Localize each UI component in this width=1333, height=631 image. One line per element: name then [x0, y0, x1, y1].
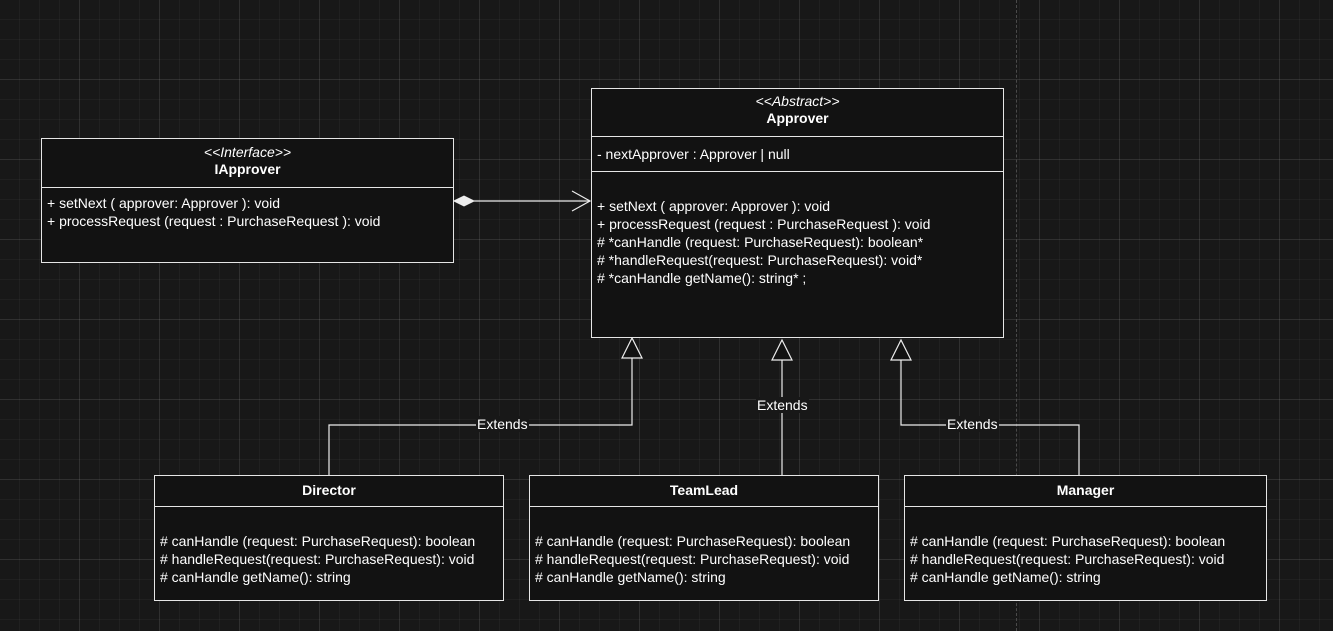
- composition-diamond-icon: [452, 195, 476, 207]
- approver-stereotype: <<Abstract>>: [755, 93, 840, 109]
- teamlead-method: # handleRequest(request: PurchaseRequest…: [535, 551, 850, 567]
- approver-attribute: - nextApprover : Approver | null: [597, 146, 790, 162]
- teamlead-methods: # canHandle (request: PurchaseRequest): …: [530, 507, 878, 586]
- approver-method: + processRequest (request : PurchaseRequ…: [597, 216, 931, 232]
- open-arrow-icon: [571, 190, 592, 212]
- teamlead-inheritance-arrow-icon: [771, 338, 793, 361]
- manager-header: Manager: [905, 476, 1266, 507]
- approver-name: Approver: [766, 110, 829, 126]
- page-boundary-guide: [1016, 0, 1017, 631]
- approver-methods: + setNext ( approver: Approver ): void +…: [592, 172, 1003, 287]
- director-method: # canHandle getName(): string: [160, 569, 351, 585]
- approver-method: # *canHandle (request: PurchaseRequest):…: [597, 234, 924, 250]
- manager-method: # canHandle getName(): string: [910, 569, 1101, 585]
- manager-extends-label: Extends: [946, 416, 999, 432]
- iapprover-methods: + setNext ( approver: Approver ): void +…: [42, 188, 453, 230]
- director-extends-label: Extends: [476, 416, 529, 432]
- manager-inheritance-arrow-icon: [890, 338, 912, 361]
- manager-name: Manager: [1056, 482, 1115, 498]
- teamlead-method: # canHandle (request: PurchaseRequest): …: [535, 533, 851, 549]
- director-inheritance-arrow-icon: [621, 336, 643, 359]
- manager-method: # handleRequest(request: PurchaseRequest…: [910, 551, 1225, 567]
- teamlead-extends-label: Extends: [756, 397, 809, 413]
- approver-class[interactable]: <<Abstract>> Approver - nextApprover : A…: [591, 88, 1004, 338]
- teamlead-method: # canHandle getName(): string: [535, 569, 726, 585]
- iapprover-header: <<Interface>> IApprover: [42, 139, 453, 188]
- approver-attributes: - nextApprover : Approver | null: [592, 137, 1003, 172]
- teamlead-class[interactable]: TeamLead # canHandle (request: PurchaseR…: [529, 475, 879, 601]
- iapprover-class[interactable]: <<Interface>> IApprover + setNext ( appr…: [41, 138, 454, 263]
- director-method: # handleRequest(request: PurchaseRequest…: [160, 551, 475, 567]
- teamlead-name: TeamLead: [669, 482, 739, 498]
- teamlead-header: TeamLead: [530, 476, 878, 507]
- approver-method: + setNext ( approver: Approver ): void: [597, 198, 831, 214]
- manager-method: # canHandle (request: PurchaseRequest): …: [910, 533, 1226, 549]
- iapprover-stereotype: <<Interface>>: [203, 144, 292, 160]
- iapprover-method: + setNext ( approver: Approver ): void: [47, 195, 281, 211]
- approver-method: # *handleRequest(request: PurchaseReques…: [597, 252, 923, 268]
- director-header: Director: [155, 476, 503, 507]
- director-methods: # canHandle (request: PurchaseRequest): …: [155, 507, 503, 586]
- iapprover-name: IApprover: [214, 161, 281, 177]
- director-method: # canHandle (request: PurchaseRequest): …: [160, 533, 476, 549]
- director-class[interactable]: Director # canHandle (request: PurchaseR…: [154, 475, 504, 601]
- director-name: Director: [302, 482, 356, 498]
- approver-method: # *canHandle getName(): string* ;: [597, 270, 807, 286]
- approver-header: <<Abstract>> Approver: [592, 89, 1003, 137]
- manager-class[interactable]: Manager # canHandle (request: PurchaseRe…: [904, 475, 1267, 601]
- iapprover-method: + processRequest (request : PurchaseRequ…: [47, 213, 381, 229]
- manager-methods: # canHandle (request: PurchaseRequest): …: [905, 507, 1266, 586]
